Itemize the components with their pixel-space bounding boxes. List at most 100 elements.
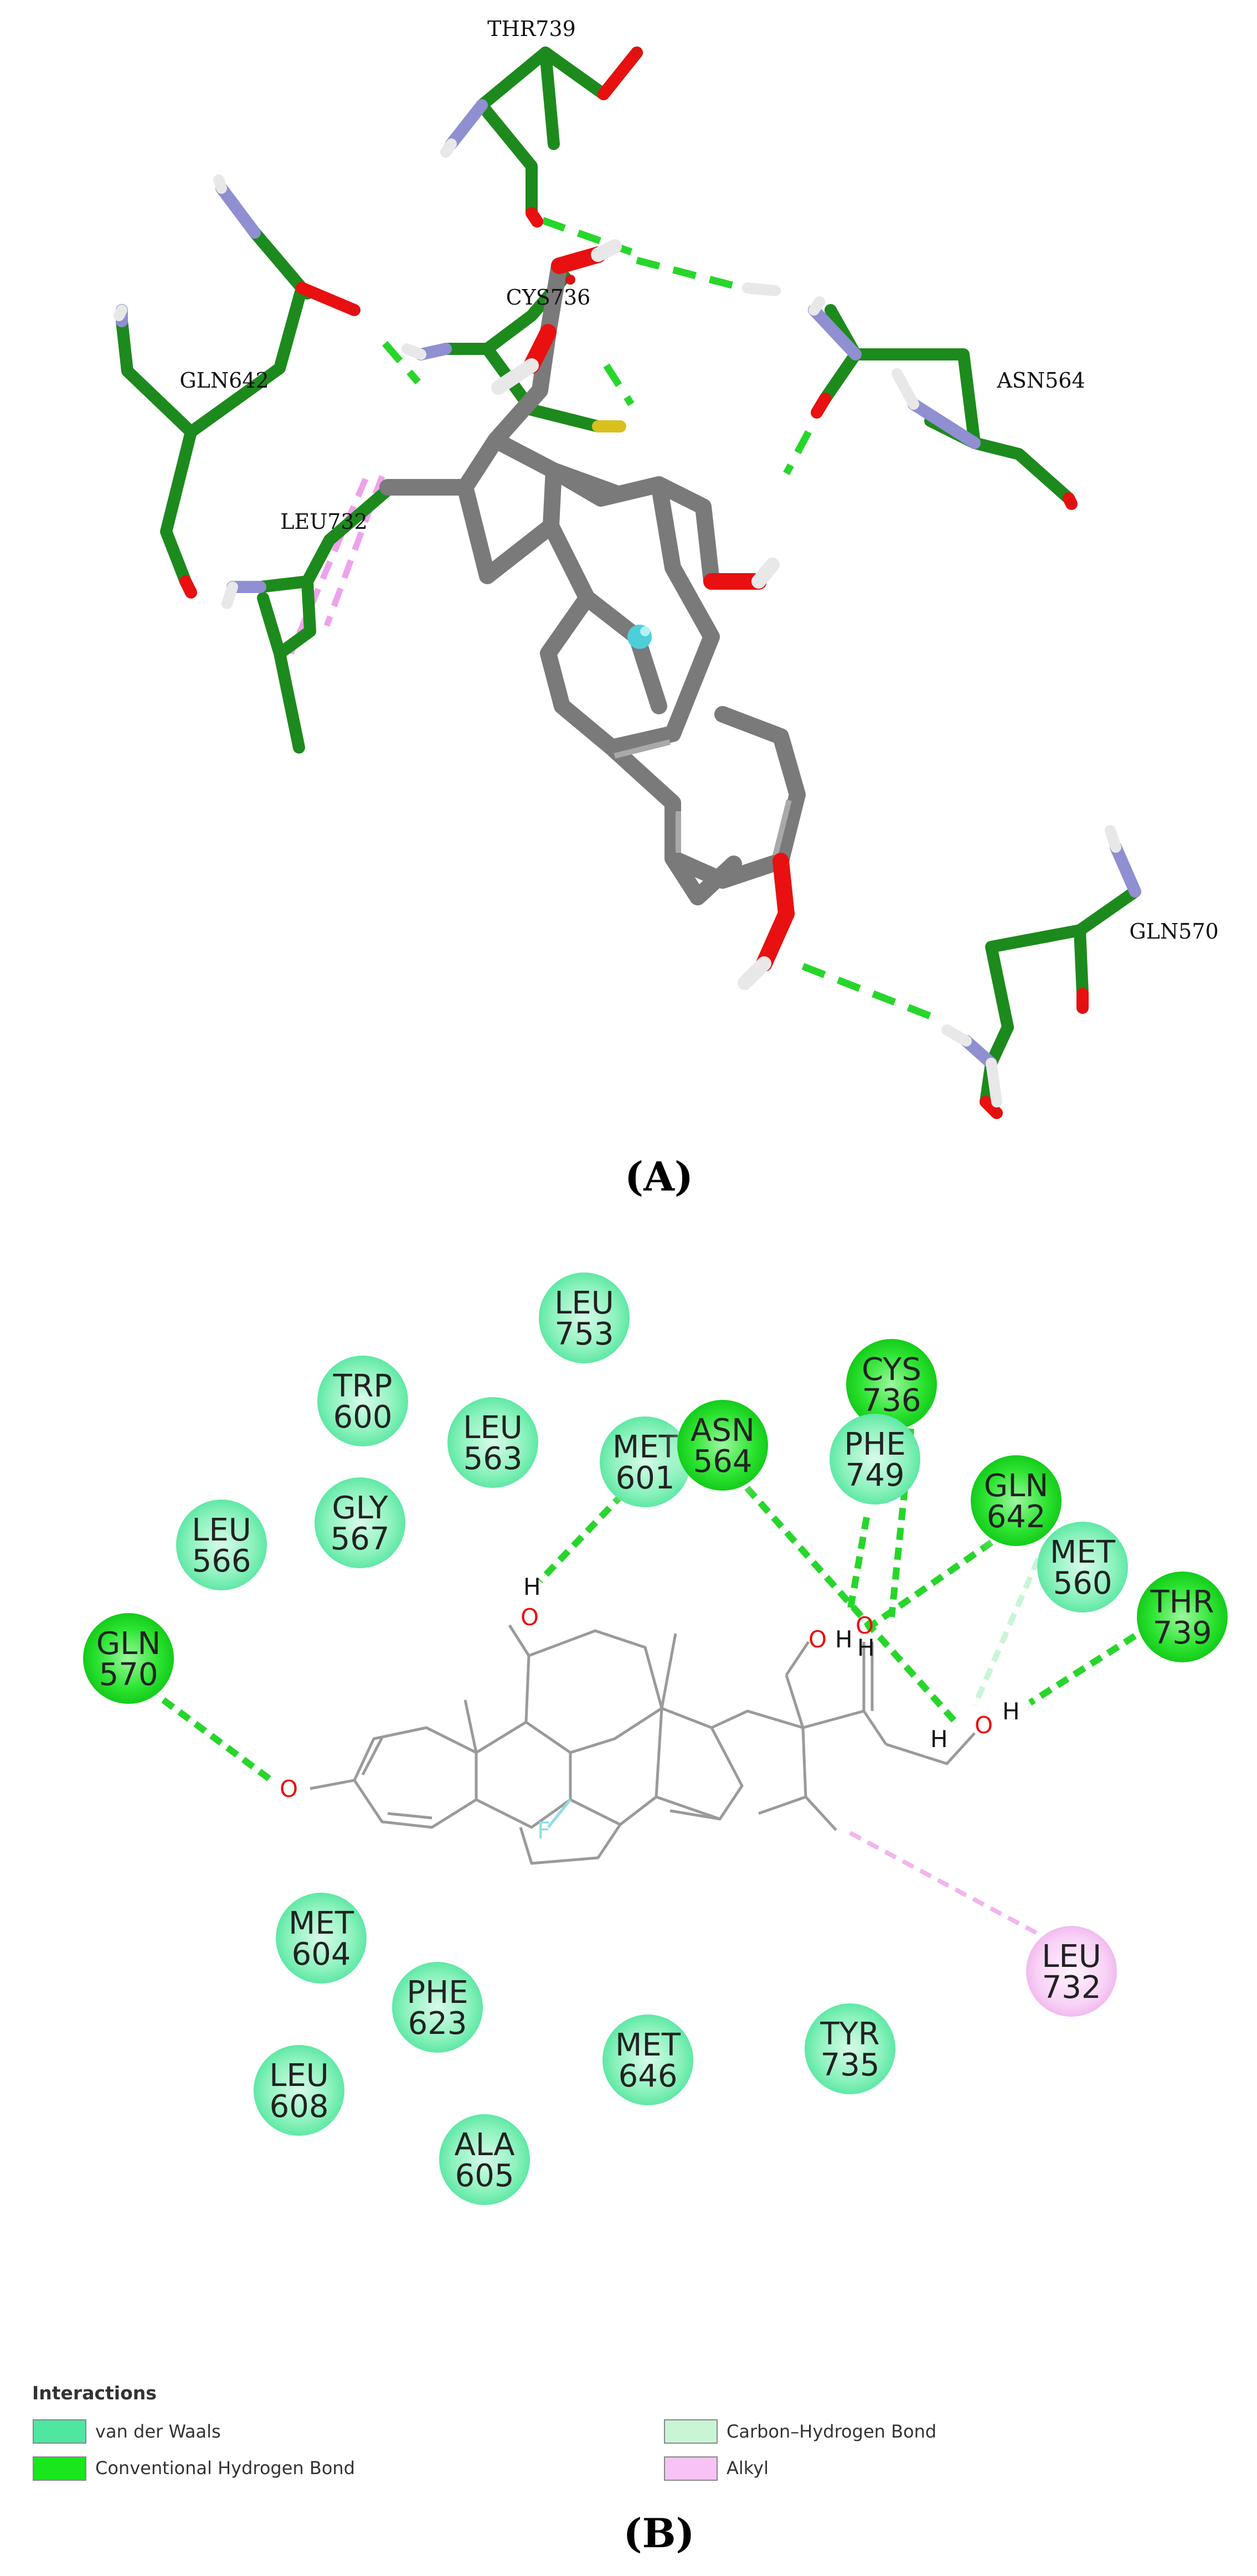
res-name: PHE (844, 1426, 905, 1462)
legend-swatch-ch (664, 2419, 718, 2444)
residue-hydrogens (114, 138, 1121, 1107)
legend-title: Interactions (32, 2382, 157, 2404)
res-num: 732 (1042, 1970, 1101, 2006)
residue-gln642: GLN 642 (955, 1440, 1077, 1562)
disc (539, 1272, 630, 1363)
ligand-hydrogens (491, 239, 780, 990)
residue-leu753: LEU 753 (534, 1268, 634, 1368)
residue-met604: MET 604 (263, 1880, 379, 1996)
res-num: 563 (463, 1441, 523, 1477)
residue-leu563: LEU 563 (437, 1387, 548, 1498)
label-gln642: GLN642 (179, 368, 269, 393)
alkyl-dashes-3d (287, 475, 385, 655)
res-num: 608 (270, 2089, 329, 2125)
res-num: 736 (862, 1383, 921, 1419)
legend-label-alkyl: Alkyl (727, 2457, 769, 2479)
residue-phe749: PHE 749 (830, 1414, 920, 1505)
residue-sticks (116, 47, 1141, 1108)
res-num: 739 (1153, 1615, 1212, 1651)
res-num: 570 (99, 1657, 158, 1693)
res-num: 567 (331, 1521, 390, 1557)
panel-label-b: (B) (624, 2510, 695, 2557)
disc (1037, 1522, 1128, 1612)
disc (317, 1356, 408, 1446)
residue-leu566: LEU 566 (176, 1500, 267, 1590)
atom-o-3: O (808, 1626, 827, 1653)
legend-label-vdw: van der Waals (95, 2421, 221, 2442)
ligand-highlights (614, 739, 792, 857)
disc (846, 1339, 937, 1430)
residue-phe623: PHE 623 (379, 1949, 496, 2065)
res-num: 604 (292, 1936, 351, 1972)
res-name: CYS (862, 1352, 921, 1388)
atom-o-2: O (521, 1604, 539, 1631)
res-name: GLN (96, 1626, 161, 1662)
atom-h-2: H (835, 1626, 853, 1653)
atom-h-4: H (930, 1725, 948, 1753)
res-num: 753 (555, 1316, 614, 1352)
res-name: LEU (1042, 1939, 1101, 1975)
res-name: MET (289, 1905, 354, 1941)
residue-asn564: ASN 564 (662, 1384, 784, 1506)
res-num: 749 (846, 1457, 905, 1493)
atom-o-5: O (975, 1712, 993, 1739)
disc (602, 2015, 693, 2105)
residue-gln570: GLN 570 (83, 1613, 174, 1704)
res-name: LEU (554, 1285, 614, 1321)
label-thr739: THR739 (487, 17, 576, 41)
oxygen-balls (349, 48, 1088, 1118)
residue-thr739: THR 739 (1137, 1572, 1228, 1662)
panel-b-2d-diagram: O O H F O H O H H O H LEU 753 TRP 600 (32, 1268, 1228, 2557)
atom-h-5: H (1002, 1698, 1020, 1725)
legend: Interactions van der Waals Conventional … (32, 2382, 936, 2481)
res-name: TRP (333, 1368, 393, 1404)
atom-h-1: H (523, 1573, 541, 1600)
ligand-sticks (379, 257, 806, 905)
disc (439, 2114, 530, 2205)
atom-h-3: H (857, 1634, 875, 1661)
alkyl-dash-2d (849, 1831, 1042, 1938)
res-num: 564 (693, 1444, 753, 1480)
disc (447, 1397, 538, 1488)
disc (315, 1477, 405, 1568)
res-num: 642 (987, 1499, 1046, 1535)
res-name: ALA (454, 2127, 514, 2163)
res-name: GLY (332, 1490, 388, 1526)
legend-label-hbond: Conventional Hydrogen Bond (95, 2457, 355, 2479)
res-num: 623 (408, 2006, 467, 2042)
res-num: 566 (192, 1543, 251, 1579)
legend-swatch-vdw (33, 2419, 86, 2444)
label-gln570: GLN570 (1129, 919, 1218, 944)
atom-f: F (537, 1817, 550, 1844)
res-num: 735 (821, 2047, 880, 2083)
panel-a-3d-model: THR739 CYS736 GLN642 ASN564 LEU732 GLN57… (114, 17, 1219, 1200)
residue-ala605: ALA 605 (439, 2114, 530, 2205)
legend-swatch-hbond (33, 2456, 86, 2481)
res-num: 560 (1053, 1565, 1112, 1601)
res-name: LEU (269, 2058, 329, 2094)
residue-met646: MET 646 (602, 2015, 693, 2105)
legend-swatch-alkyl (664, 2456, 718, 2481)
disc (276, 1893, 367, 1983)
label-leu732: LEU732 (280, 509, 368, 534)
atom-o-1: O (280, 1775, 298, 1802)
res-name: LEU (463, 1410, 523, 1446)
atom-o-4: O (856, 1612, 874, 1639)
disc (176, 1500, 267, 1590)
residue-tyr735: TYR 735 (805, 2003, 895, 2094)
disc (971, 1455, 1062, 1546)
res-name: LEU (192, 1512, 251, 1548)
res-name: THR (1150, 1584, 1214, 1620)
residue-met560: MET 560 (1037, 1522, 1128, 1612)
fluorine-bond (547, 1799, 571, 1828)
disc (392, 1962, 483, 2053)
res-num: 605 (455, 2158, 514, 2194)
residue-leu732: LEU 732 (1026, 1926, 1117, 2017)
residue-trp600: TRP 600 (317, 1356, 408, 1446)
ligand-skeleton-2d (310, 1624, 976, 1865)
disc (677, 1400, 768, 1491)
disc (83, 1613, 174, 1704)
residue-gly567: GLY 567 (315, 1477, 405, 1568)
res-num: 646 (619, 2058, 678, 2094)
